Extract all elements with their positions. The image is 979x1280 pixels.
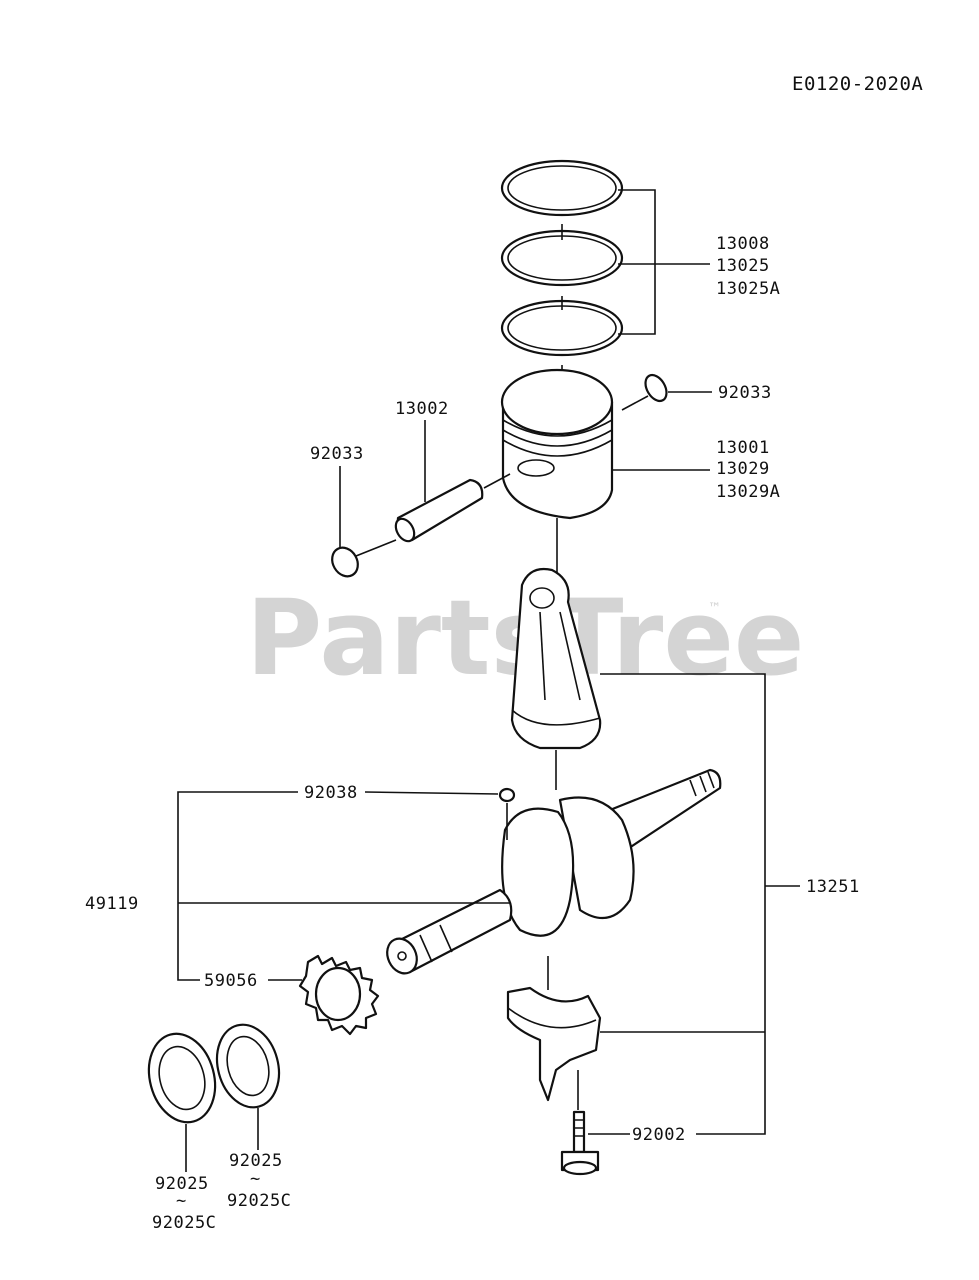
label-gear[interactable]: 59056 <box>204 971 258 991</box>
label-washer-left-1[interactable]: 92025 <box>155 1174 209 1194</box>
clip-left[interactable] <box>327 543 363 581</box>
label-crankshaft[interactable]: 49119 <box>85 894 139 914</box>
label-ring-1[interactable]: 13008 <box>716 234 770 254</box>
key-gear-bracket <box>177 791 298 981</box>
label-piston-2[interactable]: 13029 <box>716 459 770 479</box>
label-washer-left-2: ~ <box>176 1191 187 1211</box>
diagram-code: E0120-2020A <box>792 73 923 95</box>
label-washer-left-3[interactable]: 92025C <box>152 1213 216 1233</box>
label-bolt[interactable]: 92002 <box>632 1125 686 1145</box>
connecting-rod[interactable] <box>510 567 602 750</box>
label-ring-3[interactable]: 13025A <box>716 279 780 299</box>
washer-left[interactable] <box>139 1026 224 1129</box>
label-clip-left[interactable]: 92033 <box>310 444 364 464</box>
label-conrod-assy[interactable]: 13251 <box>806 877 860 897</box>
crankshaft-gear[interactable] <box>298 954 380 1036</box>
clip-left-axis <box>355 539 397 557</box>
label-washer-mid-2: ~ <box>250 1169 261 1189</box>
label-ring-2[interactable]: 13025 <box>716 256 770 276</box>
key-leader <box>364 791 499 795</box>
assy-bracket <box>600 673 766 1135</box>
label-key[interactable]: 92038 <box>304 783 358 803</box>
rod-bolt[interactable] <box>560 1110 600 1176</box>
rings-bracket <box>618 189 656 335</box>
label-washer-mid-3[interactable]: 92025C <box>227 1191 291 1211</box>
label-clip-right[interactable]: 92033 <box>718 383 772 403</box>
clip-right[interactable] <box>641 371 671 404</box>
key[interactable] <box>498 787 516 803</box>
piston-rings[interactable] <box>500 159 624 400</box>
piston-pin[interactable] <box>392 478 484 544</box>
label-piston-1[interactable]: 13001 <box>716 438 770 458</box>
watermark-trademark: ™ <box>708 601 721 616</box>
label-piston-3[interactable]: 13029A <box>716 482 780 502</box>
label-washer-mid-1[interactable]: 92025 <box>229 1151 283 1171</box>
piston[interactable] <box>500 368 614 520</box>
clip-right-leader-a <box>621 395 649 411</box>
connecting-rod-cap[interactable] <box>506 986 602 1102</box>
label-pin[interactable]: 13002 <box>395 399 449 419</box>
washer-middle[interactable] <box>208 1018 288 1115</box>
pin-axis <box>483 473 511 489</box>
crankshaft[interactable] <box>382 768 722 978</box>
